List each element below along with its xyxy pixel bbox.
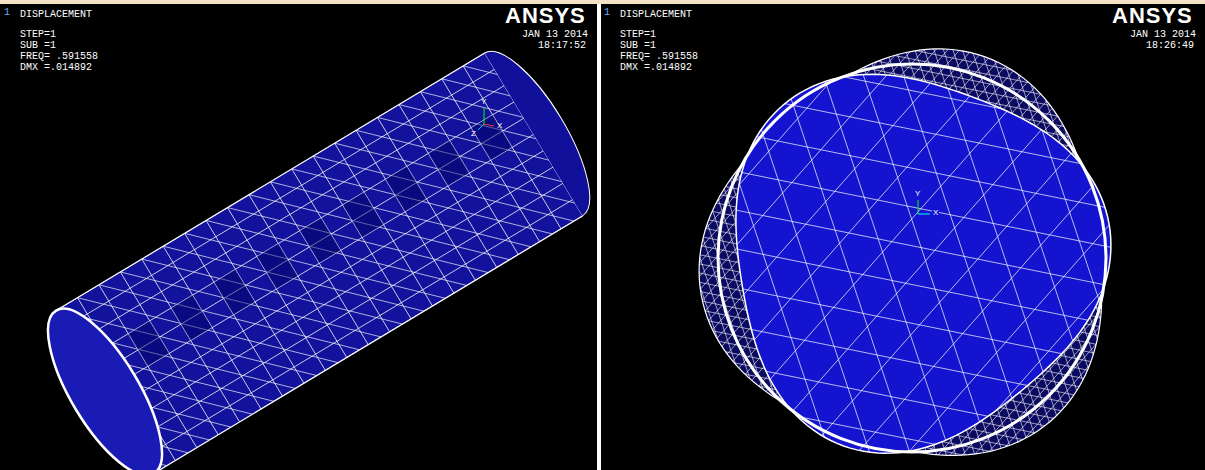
axis-label: Y [480,98,487,106]
axis-label: Z [470,130,477,138]
plot-info-text: STEP=1 [20,30,56,40]
window-number: 1 [604,8,610,18]
plot-info-text: DMX =.014892 [20,63,92,73]
plot-info-text: DISPLACEMENT [20,10,92,20]
plot-info-text: FREQ= .591558 [620,52,698,62]
plot-info-text: SUB =1 [620,41,656,51]
plot-info-text: STEP=1 [620,30,656,40]
axis-label: Y [914,190,921,198]
top-strip [0,0,1205,4]
right-panel [601,4,1205,470]
axis-label: X [932,209,939,217]
axis-triad [478,108,930,214]
plot-info-text: DMX =.014892 [620,63,692,73]
plot-info-text: SUB =1 [20,41,56,51]
plot-info-text: JAN 13 2014 [1130,30,1196,40]
axis-label: X [496,122,503,130]
ansys-logo: ANSYS [1112,5,1193,27]
plot-info-text: FREQ= .591558 [20,52,98,62]
plot-info-text: JAN 13 2014 [522,30,588,40]
plot-info-text: 18:26:49 [1146,41,1194,51]
end-view-mode-shape [562,0,1205,470]
window-number: 1 [4,8,10,18]
ansys-logo: ANSYS [505,5,586,27]
plot-info-text: DISPLACEMENT [620,10,692,20]
plot-info-text: 18:17:52 [538,41,586,51]
